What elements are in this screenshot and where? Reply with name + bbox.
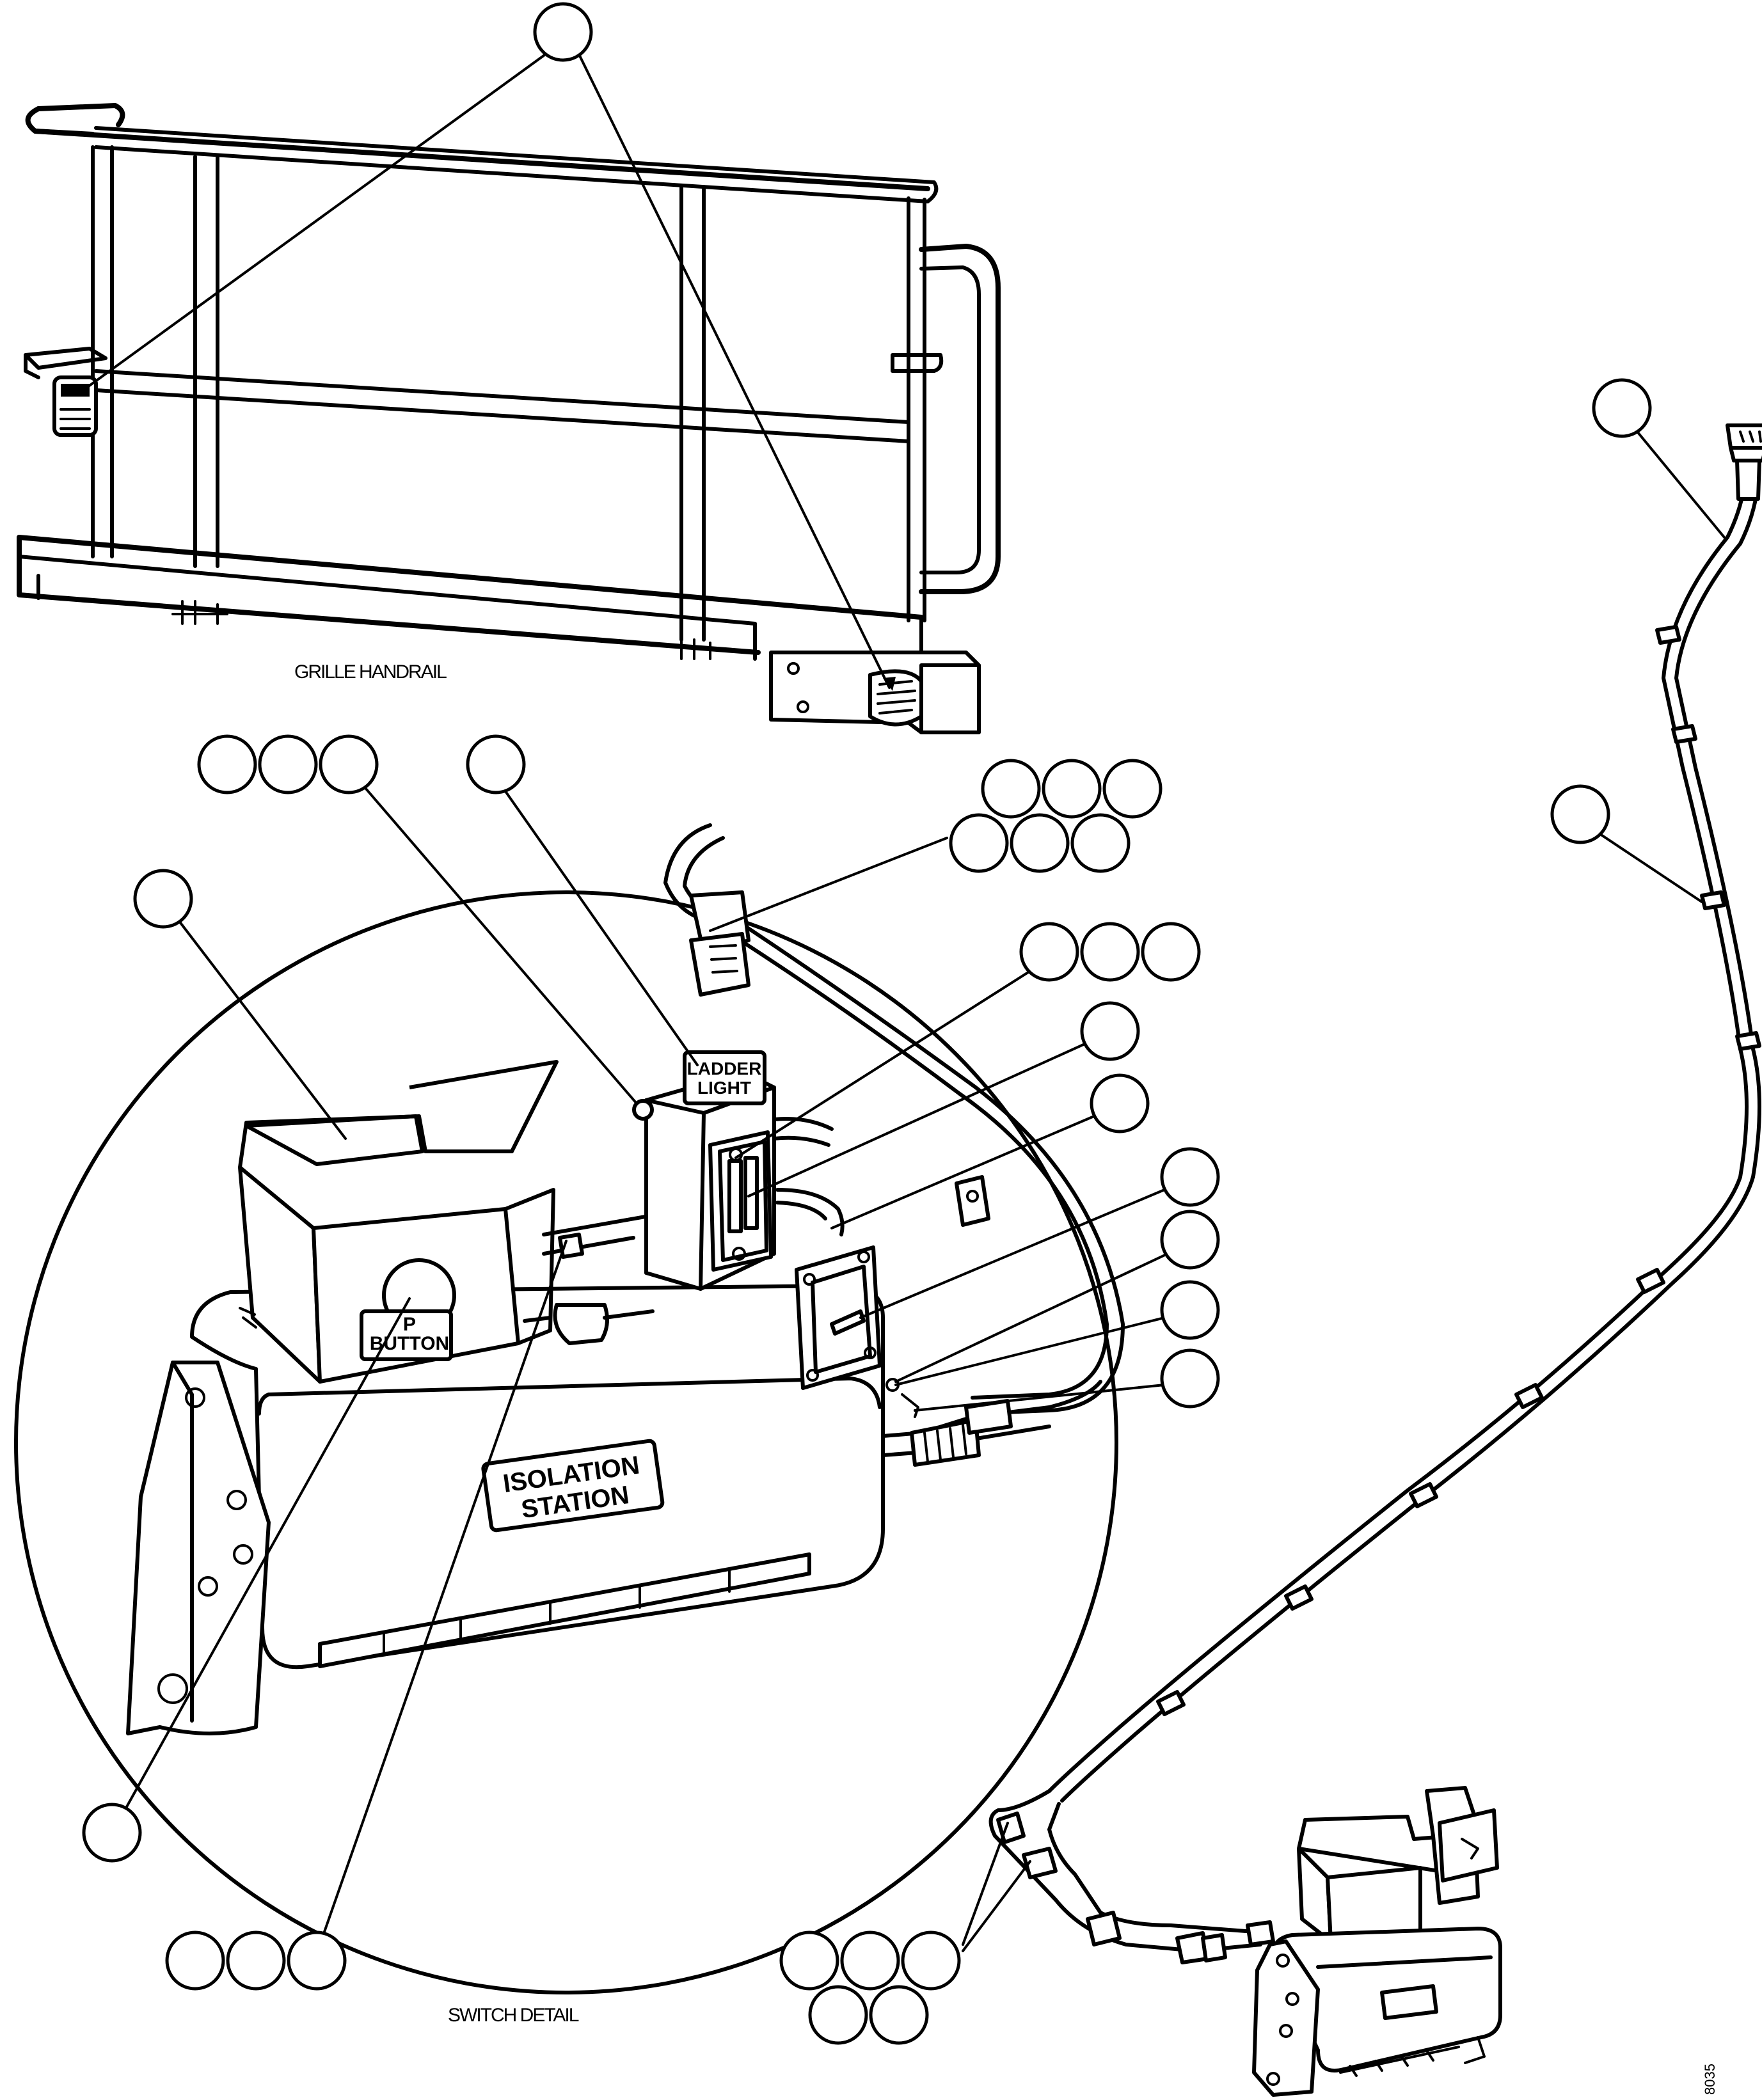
- ladder-light-switch-box: LADDER LIGHT: [632, 1050, 834, 1291]
- callout-push-button: [82, 1297, 411, 1863]
- switch-detail-boundary: [14, 890, 1118, 1994]
- callout-ring-terminal: [914, 1348, 1220, 1412]
- callout-ladder-box-screw: [197, 734, 638, 1105]
- callout-handrail-lights: [82, 2, 891, 689]
- callout-top-connector: [709, 759, 1163, 932]
- wiring-harness: [988, 423, 1762, 1964]
- callout-push-button-housing: [133, 869, 347, 1140]
- callout-toggle-switch: [734, 922, 1201, 1159]
- callout-harness-connector: [1592, 378, 1726, 539]
- ladder-light-label-line2: LIGHT: [697, 1078, 751, 1098]
- callout-screw: [894, 1280, 1220, 1386]
- drawing-number: 8035: [1702, 2064, 1718, 2095]
- callout-cable-grommet: [830, 1073, 1150, 1229]
- callout-mounting-plate: [859, 1147, 1220, 1319]
- callout-harness-terminals: [779, 1822, 1031, 2045]
- grille-handrail: [17, 103, 1001, 734]
- callout-harness-clip: [1550, 784, 1703, 903]
- callout-washer: [894, 1210, 1220, 1383]
- callout-bubble: [533, 2, 593, 62]
- callout-cable-clamp: [165, 1240, 567, 1991]
- small-isolation-station: [1252, 1786, 1502, 2097]
- ladder-light-label-line1: LADDER: [687, 1059, 762, 1078]
- callout-switch-plate: [747, 1001, 1140, 1197]
- caption-switch-detail: SWITCH DETAIL: [448, 2005, 579, 2026]
- callout-ladder-light-decal: [466, 734, 699, 1066]
- push-button-housing: P BUTTON: [238, 1060, 559, 1384]
- mounting-bracket: [126, 1361, 271, 1735]
- mounting-plate: [795, 1245, 882, 1390]
- caption-grille-handrail: GRILLE HANDRAIL: [294, 661, 447, 683]
- push-button-label-line1: P: [403, 1314, 416, 1335]
